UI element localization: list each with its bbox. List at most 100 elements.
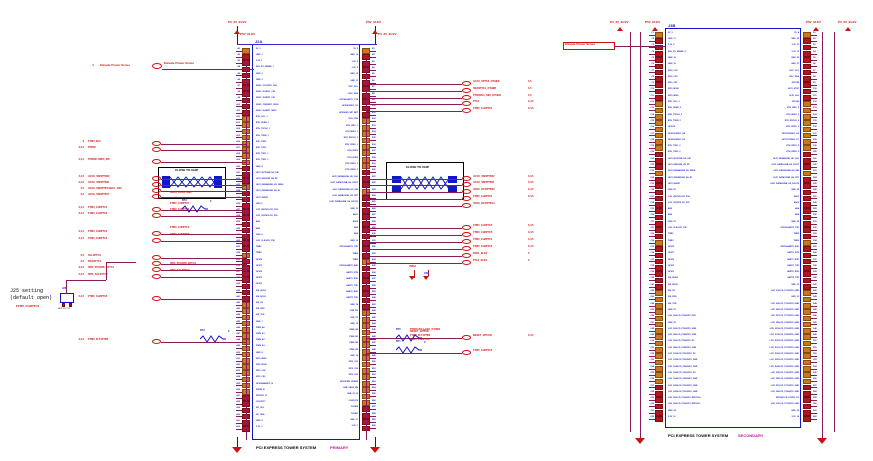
- connector-pin-name: SPI0_CS1: [348, 361, 358, 364]
- connector-pin-pad: [655, 57, 663, 63]
- pin-stub-wire: [649, 236, 655, 238]
- connector-pin-number: A34: [236, 252, 240, 255]
- net-marker: [462, 101, 471, 106]
- pin-stub-wire: [811, 311, 817, 313]
- connector-pin-pad: [803, 126, 811, 133]
- connector-pin-pad: [803, 340, 811, 347]
- connector-pin-number: D55: [813, 371, 817, 374]
- connector-pin-number: B49: [372, 354, 376, 357]
- connector-pin-number: B58: [372, 412, 376, 415]
- net-wire: [161, 143, 246, 145]
- net-label: ACC0_SPTC0_OTHER: [473, 80, 500, 83]
- pin-stub-wire: [370, 127, 376, 129]
- connector-pin-number: C37: [650, 258, 654, 261]
- pin-stub-wire: [811, 368, 817, 370]
- power-flag-arrow-s4: [845, 27, 851, 31]
- pin-stub-wire: [649, 343, 655, 345]
- connector-pin-name: CLKOUT0: [348, 399, 358, 402]
- connector-pin-number: B60: [372, 425, 376, 428]
- connector-pin-name: 3.3V_9: [668, 44, 675, 47]
- connector-pin-number: A26: [236, 202, 240, 205]
- connector-pin-number: A5: [237, 72, 240, 75]
- connector-pin-number: A56: [236, 388, 240, 391]
- pin-stub-wire: [649, 135, 655, 137]
- connector-pin-name: AN3: [256, 221, 261, 224]
- connector-pin-number: B27: [372, 214, 376, 217]
- connector-pin-number: A3: [237, 60, 240, 63]
- net-marker: [462, 95, 471, 100]
- connector-pin-number: D40: [813, 277, 817, 280]
- pin-stub-wire: [236, 348, 242, 350]
- j25-footprint-label: HDR 1X2 TH: [58, 308, 70, 310]
- pin-stub-wire: [370, 351, 376, 353]
- pin-stub-wire: [370, 165, 376, 167]
- connector-pin-name: ETH_RXD0_1: [345, 169, 358, 172]
- pin-stub-wire: [811, 198, 817, 200]
- connector-pin-name: ULPI_DATA4/USB_HS_VBUS: [668, 170, 696, 173]
- net-sheet-ref: 3,5: [528, 80, 532, 83]
- connector-pin-name: GND_32: [791, 409, 799, 412]
- inner-net-label: FTM0_CH0PTC0: [410, 338, 430, 341]
- connector-pin-name: GND_11: [350, 79, 358, 82]
- net-wire: [366, 198, 462, 200]
- connector-pin-name: 5V_2: [353, 47, 358, 50]
- connector-pin-pad: [242, 54, 250, 60]
- connector-pin-number: A47: [236, 332, 240, 335]
- connector-pin-number: C43: [650, 296, 654, 299]
- connector-pin-name: LCD_D0/LCD_P10/GPIO_PD0: [668, 315, 696, 318]
- net-sheet-ref: 5: [528, 259, 530, 262]
- connector-pin-name: GPIO2/UART3_TXD: [339, 246, 358, 249]
- pin-stub-wire: [236, 292, 242, 294]
- net-marker: [152, 207, 161, 212]
- pin-stub-wire: [370, 172, 376, 174]
- pin-stub-wire: [649, 381, 655, 383]
- connector-pin-number: A61: [236, 419, 240, 422]
- pin-stub-wire: [811, 412, 817, 414]
- connector-pin-number: C51: [650, 346, 654, 349]
- connector-pin-number: D43: [813, 296, 817, 299]
- connector-pin-number: A33: [236, 246, 240, 249]
- j25-header-body[interactable]: [60, 293, 74, 303]
- connector-pin-pad: [655, 88, 663, 95]
- connector-pin-number: C36: [650, 252, 654, 255]
- resistor-value: 0: [424, 341, 426, 344]
- connector-pin-number: C61: [650, 409, 654, 412]
- connector-pin-pad: [655, 214, 663, 221]
- pin-stub-wire: [649, 72, 655, 74]
- pin-stub-wire: [811, 299, 817, 301]
- pin-stub-wire: [811, 122, 817, 124]
- pin-stub-wire: [649, 34, 655, 36]
- pin-stub-wire: [236, 360, 242, 362]
- pin-stub-wire: [649, 406, 655, 408]
- connector-pin-pad: [655, 227, 663, 233]
- connector-pin-name: ETH_RXD0_2: [786, 151, 799, 154]
- connector-pin-pad: [655, 321, 663, 328]
- connector-pin-name: ETH_RXCLK_1: [343, 137, 358, 140]
- connector-pin-number: D38: [813, 264, 817, 267]
- pin-stub-wire: [236, 50, 242, 52]
- connector-pin-name: USB_OC_B: [347, 393, 358, 396]
- j25-note-line2: (default open): [10, 295, 53, 301]
- connector-pin-name: SPI0_MOSI: [668, 88, 679, 91]
- connector-pin-number: B31: [372, 240, 382, 242]
- connector-pin-pad: [803, 195, 811, 202]
- connector-pin-pad: [655, 391, 663, 397]
- connector-pin-name: ULPI_DATA7: [256, 196, 269, 199]
- pin-stub-wire: [236, 255, 242, 257]
- pin-stub-wire: [236, 317, 242, 319]
- connector-pin-number: A62: [236, 425, 240, 428]
- connector-pin-number: D10: [813, 88, 817, 91]
- pin-stub-wire: [236, 162, 242, 164]
- pin-stub-wire: [370, 268, 376, 270]
- connector-pin-name: UART1_RXD: [345, 278, 358, 281]
- pin-stub-wire: [811, 418, 817, 420]
- pin-stub-wire: [370, 332, 376, 334]
- connector-pin-number: B17: [372, 150, 376, 153]
- connector-pin-pad: [655, 410, 663, 416]
- connector-pin-number: B59: [372, 418, 376, 421]
- connector-pin-pad: [803, 139, 811, 145]
- net-label: ADC0_DCOPTB14: [473, 202, 495, 205]
- connector-pin-name: GND_24: [668, 409, 676, 412]
- pin-stub-wire: [649, 122, 655, 124]
- connector-pin-number: B38: [372, 284, 376, 287]
